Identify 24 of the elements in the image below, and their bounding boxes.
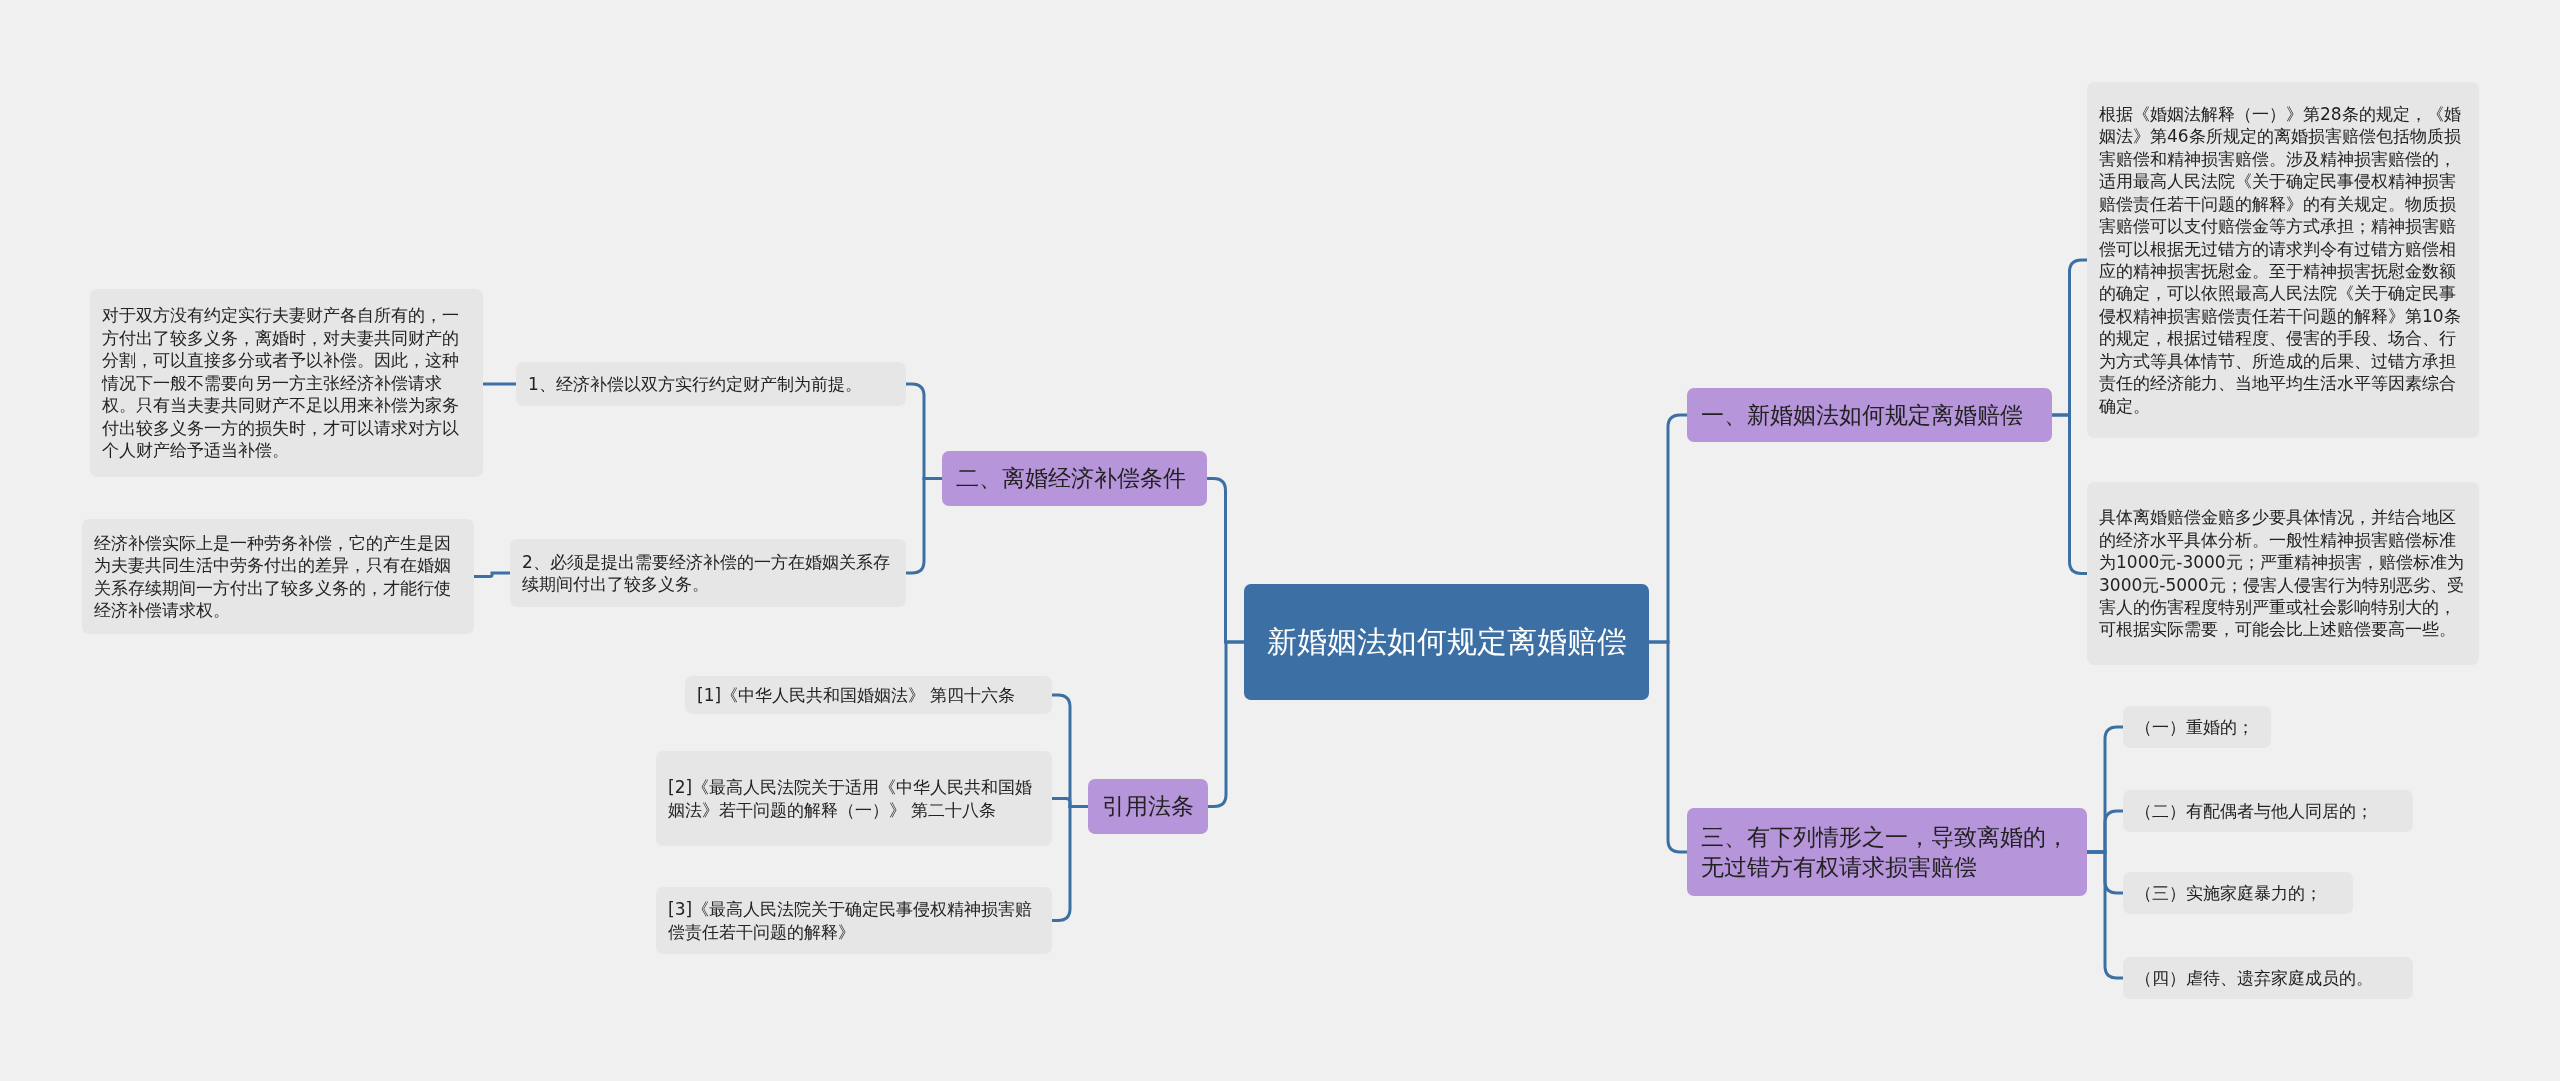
note-box: （一）重婚的； bbox=[2123, 706, 2271, 748]
branch-topic: 三、有下列情形之一，导致离婚的，无过错方有权请求损害赔偿 bbox=[1687, 808, 2087, 896]
note-box: 1、经济补偿以双方实行约定财产制为前提。 bbox=[516, 362, 906, 406]
branch-topic: 二、离婚经济补偿条件 bbox=[942, 451, 1207, 506]
branch-topic: 引用法条 bbox=[1088, 779, 1208, 834]
connector-line bbox=[1649, 640, 1687, 854]
note-box: 具体离婚赔偿金赔多少要具体情况，并结合地区的经济水平具体分析。一般性精神损害赔偿标准为1000元-3000元；严重精神损害，赔偿标准为3000元-5000元；侵害人侵害行为特别恶劣、受害人的伤害程度特别严重或社会影响特别大的，可根据实际需要，可能会比上述赔偿要高一些。 bbox=[2087, 482, 2479, 665]
note-box: 对于双方没有约定实行夫妻财产各自所有的，一方付出了较多义务，离婚时，对夫妻共同财产的分割，可以直接多分或者予以补偿。因此，这种情况下一般不需要向另一方主张经济补偿请求权。只有当夫妻共同财产不足以用来补偿为家务付出较多义务一方的损失时，才可以请求对方以个人财产给予适当补偿。 bbox=[90, 289, 483, 477]
note-box: （二）有配偶者与他人同居的； bbox=[2123, 790, 2413, 832]
connector-line bbox=[1052, 805, 1088, 922]
note-box: [3]《最高人民法院关于确定民事侵权精神损害赔偿责任若干问题的解释》 bbox=[656, 887, 1052, 954]
note-box: （三）实施家庭暴力的； bbox=[2123, 872, 2353, 914]
note-box: [2]《最高人民法院关于适用《中华人民共和国婚姻法》若干问题的解释（一）》 第二十八条 bbox=[656, 751, 1052, 846]
connector-line bbox=[1208, 640, 1244, 808]
branch-topic: 一、新婚姻法如何规定离婚赔偿 bbox=[1687, 388, 2052, 442]
note-box: （四）虐待、遗弃家庭成员的。 bbox=[2123, 957, 2413, 999]
note-box: 根据《婚姻法解释（一）》第28条的规定，《婚姻法》第46条所规定的离婚损害赔偿包括物质损害赔偿和精神损害赔偿。涉及精神损害赔偿的，适用最高人民法院《关于确定民事侵权精神损害赔偿责任若干问题的解释》的有关规定。物质损害赔偿可以支付赔偿金等方式承担；精神损害赔偿可以根据无过错方的请求判令有过错方赔偿相应的精神损害抚慰金。至于精神损害抚慰金数额的确定，可以依照最高人民法院《关于确定民事侵权精神损害赔偿责任若干问题的解释》第10条的规定，根据过错程度、侵害的手段、场合、行为方式等具体情节、所造成的后果、过错方承担责任的经济能力、当地平均生活水平等因素综合确定。 bbox=[2087, 82, 2479, 438]
connector-line bbox=[2087, 850, 2123, 980]
connector-line bbox=[474, 571, 510, 578]
note-box: 2、必须是提出需要经济补偿的一方在婚姻关系存续期间付出了较多义务。 bbox=[510, 539, 906, 607]
central-topic: 新婚姻法如何规定离婚赔偿 bbox=[1244, 584, 1649, 700]
note-box: 经济补偿实际上是一种劳务补偿，它的产生是因为夫妻共同生活中劳务付出的差异，只有在婚姻关系存续期间一方付出了较多义务的，才能行使经济补偿请求权。 bbox=[82, 519, 474, 634]
note-box: [1]《中华人民共和国婚姻法》 第四十六条 bbox=[685, 676, 1052, 715]
connector-line bbox=[483, 382, 516, 386]
